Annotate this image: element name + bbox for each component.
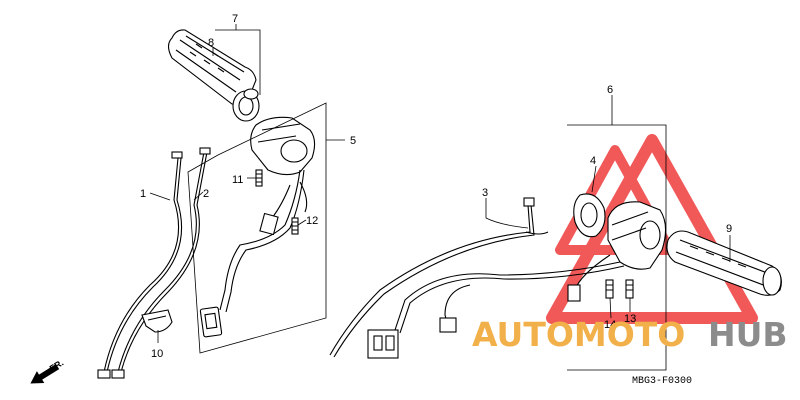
clutch-cable-1 [97,151,183,379]
callout-11: 11 [232,174,243,186]
callout-1: 1 [140,188,146,200]
callout-10: 10 [151,348,163,360]
bracket-7 [215,29,261,95]
choke-cable-2 [111,147,211,379]
callout-2: 2 [203,188,209,200]
throttle-pipe-4 [573,193,606,238]
callout-5: 5 [350,135,356,147]
callout-8: 8 [208,37,214,49]
callout-6: 6 [607,84,613,96]
drawing-code: MBG3-F0300 [632,376,692,387]
screw-14 [605,279,614,299]
throttle-cable-3 [329,197,549,358]
watermark-word-automoto: AUTOMOTO [472,315,685,354]
callout-7: 7 [232,13,238,25]
callout-12: 12 [306,215,318,227]
watermark-word-hub: HUB [708,315,788,354]
callout-13: 13 [624,313,636,325]
leader-lines [149,24,731,343]
group-frame-6 [567,124,667,371]
screw-13 [625,279,634,299]
callout-4: 4 [590,155,596,167]
right-grip-9 [666,230,782,296]
callout-14: 14 [604,319,616,331]
right-handlebar-switch [367,201,667,359]
screw-11 [255,169,263,187]
callout-9: 9 [726,223,732,235]
watermark-wordmark: AUTOMOTO HUB [472,315,788,354]
callout-3: 3 [482,187,488,199]
cable-clip-10 [141,309,173,333]
front-direction-label: FR. [48,358,66,374]
front-direction-arrow: FR. [30,358,66,384]
callout-numbers: 7 8 5 1 2 11 12 10 3 6 4 9 13 14 [140,13,732,360]
screw-12 [291,217,299,235]
group-frame-5 [187,102,327,354]
left-grip [167,29,260,122]
